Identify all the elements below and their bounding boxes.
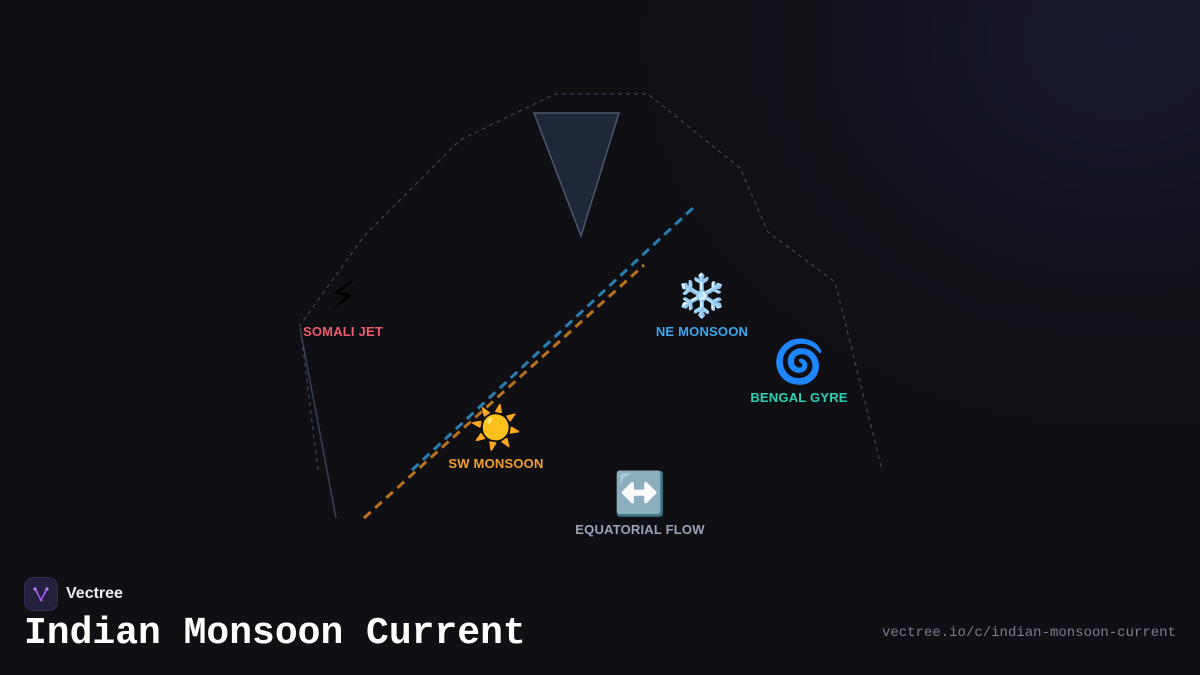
ne-monsoon-current-path (410, 205, 696, 472)
lightning-icon: ⚡ (328, 271, 358, 320)
vectree-logo-icon (24, 577, 58, 611)
cyclone-icon: 🌀 (772, 337, 826, 386)
node-label-equatorial-flow: EQUATORIAL FLOW (575, 522, 705, 537)
brand: Vectree (24, 577, 123, 611)
brand-name: Vectree (66, 585, 123, 602)
node-label-somali-jet: SOMALI JET (302, 324, 383, 339)
peninsula-triangle (532, 112, 621, 239)
node-ne-monsoon[interactable]: ❄️ NE MONSOON (602, 271, 802, 340)
node-somali-jet[interactable]: ⚡ SOMALI JET (243, 271, 443, 340)
node-label-sw-monsoon: SW MONSOON (448, 456, 544, 471)
west-coast-edge (299, 327, 337, 519)
source-url[interactable]: vectree.io/c/indian-monsoon-current (881, 625, 1176, 641)
node-label-bengal-gyre: BENGAL GYRE (750, 390, 848, 405)
node-bengal-gyre[interactable]: 🌀 BENGAL GYRE (699, 337, 899, 406)
sun-icon: ☀️ (469, 403, 523, 452)
node-equatorial-flow[interactable]: ↔️ EQUATORIAL FLOW (540, 469, 740, 538)
node-sw-monsoon[interactable]: ☀️ SW MONSOON (396, 403, 596, 472)
snowflake-icon: ❄️ (675, 271, 729, 320)
sw-monsoon-current-path (362, 263, 646, 520)
coastline-outline (299, 93, 883, 471)
page-title: Indian Monsoon Current (24, 612, 526, 655)
node-label-ne-monsoon: NE MONSOON (655, 324, 749, 339)
left-right-arrow-icon: ↔️ (613, 469, 667, 518)
